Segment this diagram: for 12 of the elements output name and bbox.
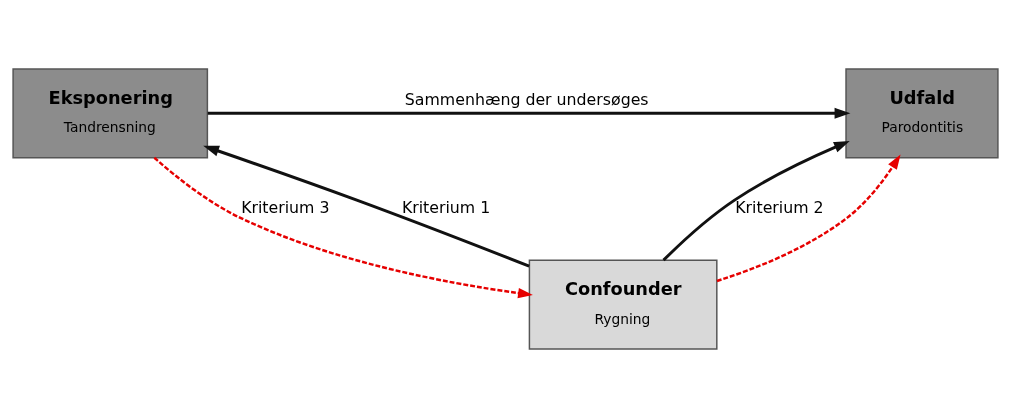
arrow bbox=[203, 145, 530, 268]
arrow bbox=[662, 140, 850, 262]
edge-label: Kriterium 1 bbox=[401, 197, 491, 217]
edge-label: Sammenhæng der undersøges bbox=[404, 90, 649, 110]
edge-label: Kriterium 3 bbox=[241, 197, 330, 217]
node-box: Eksponering Tandrensning bbox=[12, 68, 209, 159]
edge-label: Kriterium 2 bbox=[735, 197, 824, 217]
arrow bbox=[716, 154, 901, 283]
arrow bbox=[153, 156, 533, 299]
node-box: Confounder Rygning bbox=[528, 259, 718, 350]
arrow bbox=[207, 107, 851, 119]
node-box: Udfald Parodontitis bbox=[845, 68, 999, 159]
